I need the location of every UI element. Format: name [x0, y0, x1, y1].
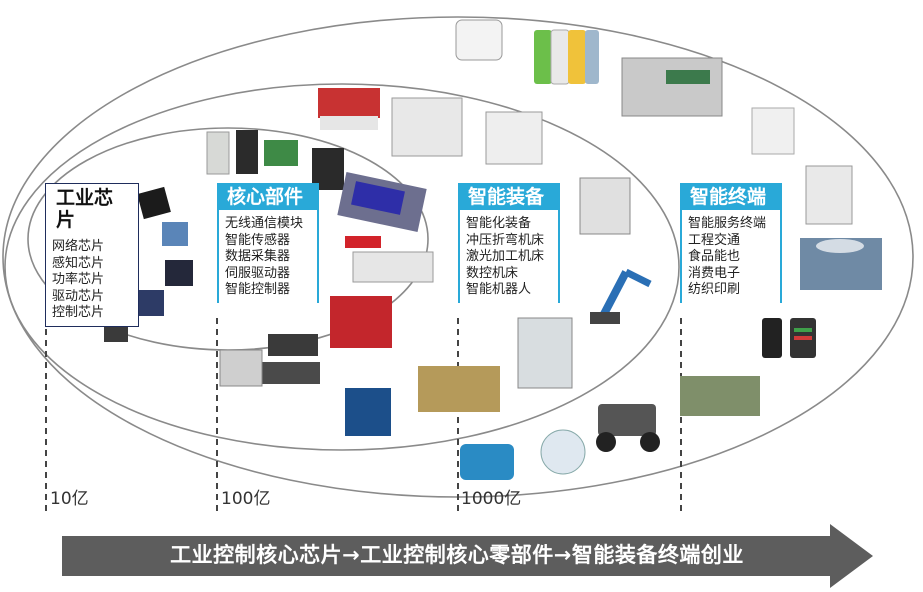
robot-arm-image	[590, 268, 652, 324]
stage-chips-list: 网络芯片 感知芯片 功率芯片 驱动芯片 控制芯片	[46, 233, 138, 326]
stage-terminal-box: 智能终端 智能服务终端 工程交通 食品能也 消费电子 纺织印刷	[680, 183, 782, 303]
agv-robot-image	[540, 404, 660, 475]
stage-chips-title: 工业芯片	[56, 187, 114, 231]
stage-terminal-list: 智能服务终端 工程交通 食品能也 消费电子 纺织印刷	[682, 210, 780, 303]
list-item: 工程交通	[688, 232, 741, 248]
stage-terminal-title: 智能终端	[682, 183, 780, 210]
machine-tool-image	[318, 88, 631, 412]
ellipse-core-parts	[4, 83, 680, 451]
list-item: 智能服务终端	[688, 216, 767, 231]
stage-core-parts-box: 核心部件 无线通信模块 智能传感器 数据采集器 伺服驱动器 智能控制器	[217, 183, 319, 303]
list-item: 数控机床	[466, 265, 519, 281]
stage-core-parts-list: 无线通信模块 智能传感器 数据采集器 伺服驱动器 智能控制器	[219, 210, 317, 303]
list-item: 纺织印刷	[688, 282, 741, 297]
smartphone-image	[762, 318, 816, 358]
chain-banner-text: 工业控制核心芯片→工业控制核心零部件→智能装备终端创业	[170, 543, 744, 567]
stage-chips-box: 工业芯片 网络芯片 感知芯片 功率芯片 驱动芯片 控制芯片	[45, 183, 139, 327]
kiosk-image	[455, 19, 853, 225]
list-item: 感知芯片	[52, 255, 105, 271]
list-item: 数据采集器	[225, 249, 291, 264]
list-item: 网络芯片	[52, 239, 105, 254]
stage-core-parts-title: 核心部件	[219, 183, 317, 210]
list-item: 冲压折弯机床	[466, 232, 545, 248]
chain-arrow	[62, 524, 873, 588]
list-item: 伺服驱动器	[225, 265, 291, 281]
list-item: 智能传感器	[225, 232, 291, 248]
battery-pack-image	[534, 29, 599, 85]
list-item: 消费电子	[688, 265, 741, 281]
farm-field-image	[680, 238, 882, 416]
stage-equipment-title: 智能装备	[460, 183, 558, 210]
scale-label-100: 100亿	[221, 489, 271, 509]
scale-label-10: 10亿	[50, 489, 89, 509]
scale-label-1000: 1000亿	[461, 489, 522, 509]
list-item: 无线通信模块	[225, 216, 304, 231]
list-item: 智能控制器	[225, 282, 291, 297]
list-item: 功率芯片	[52, 272, 105, 287]
list-item: 食品能也	[688, 249, 741, 264]
server-cabinet-image	[621, 57, 723, 117]
vr-headset-image	[460, 444, 514, 480]
list-item: 智能化装备	[466, 216, 532, 231]
list-item: 驱动芯片	[52, 288, 105, 304]
list-item: 智能机器人	[466, 282, 532, 297]
list-item: 控制芯片	[52, 305, 105, 320]
list-item: 激光加工机床	[466, 249, 545, 264]
stage-equipment-list: 智能化装备 冲压折弯机床 激光加工机床 数控机床 智能机器人	[460, 210, 558, 303]
industrial-module-image	[219, 236, 434, 436]
stage-equipment-box: 智能装备 智能化装备 冲压折弯机床 激光加工机床 数控机床 智能机器人	[458, 183, 560, 303]
